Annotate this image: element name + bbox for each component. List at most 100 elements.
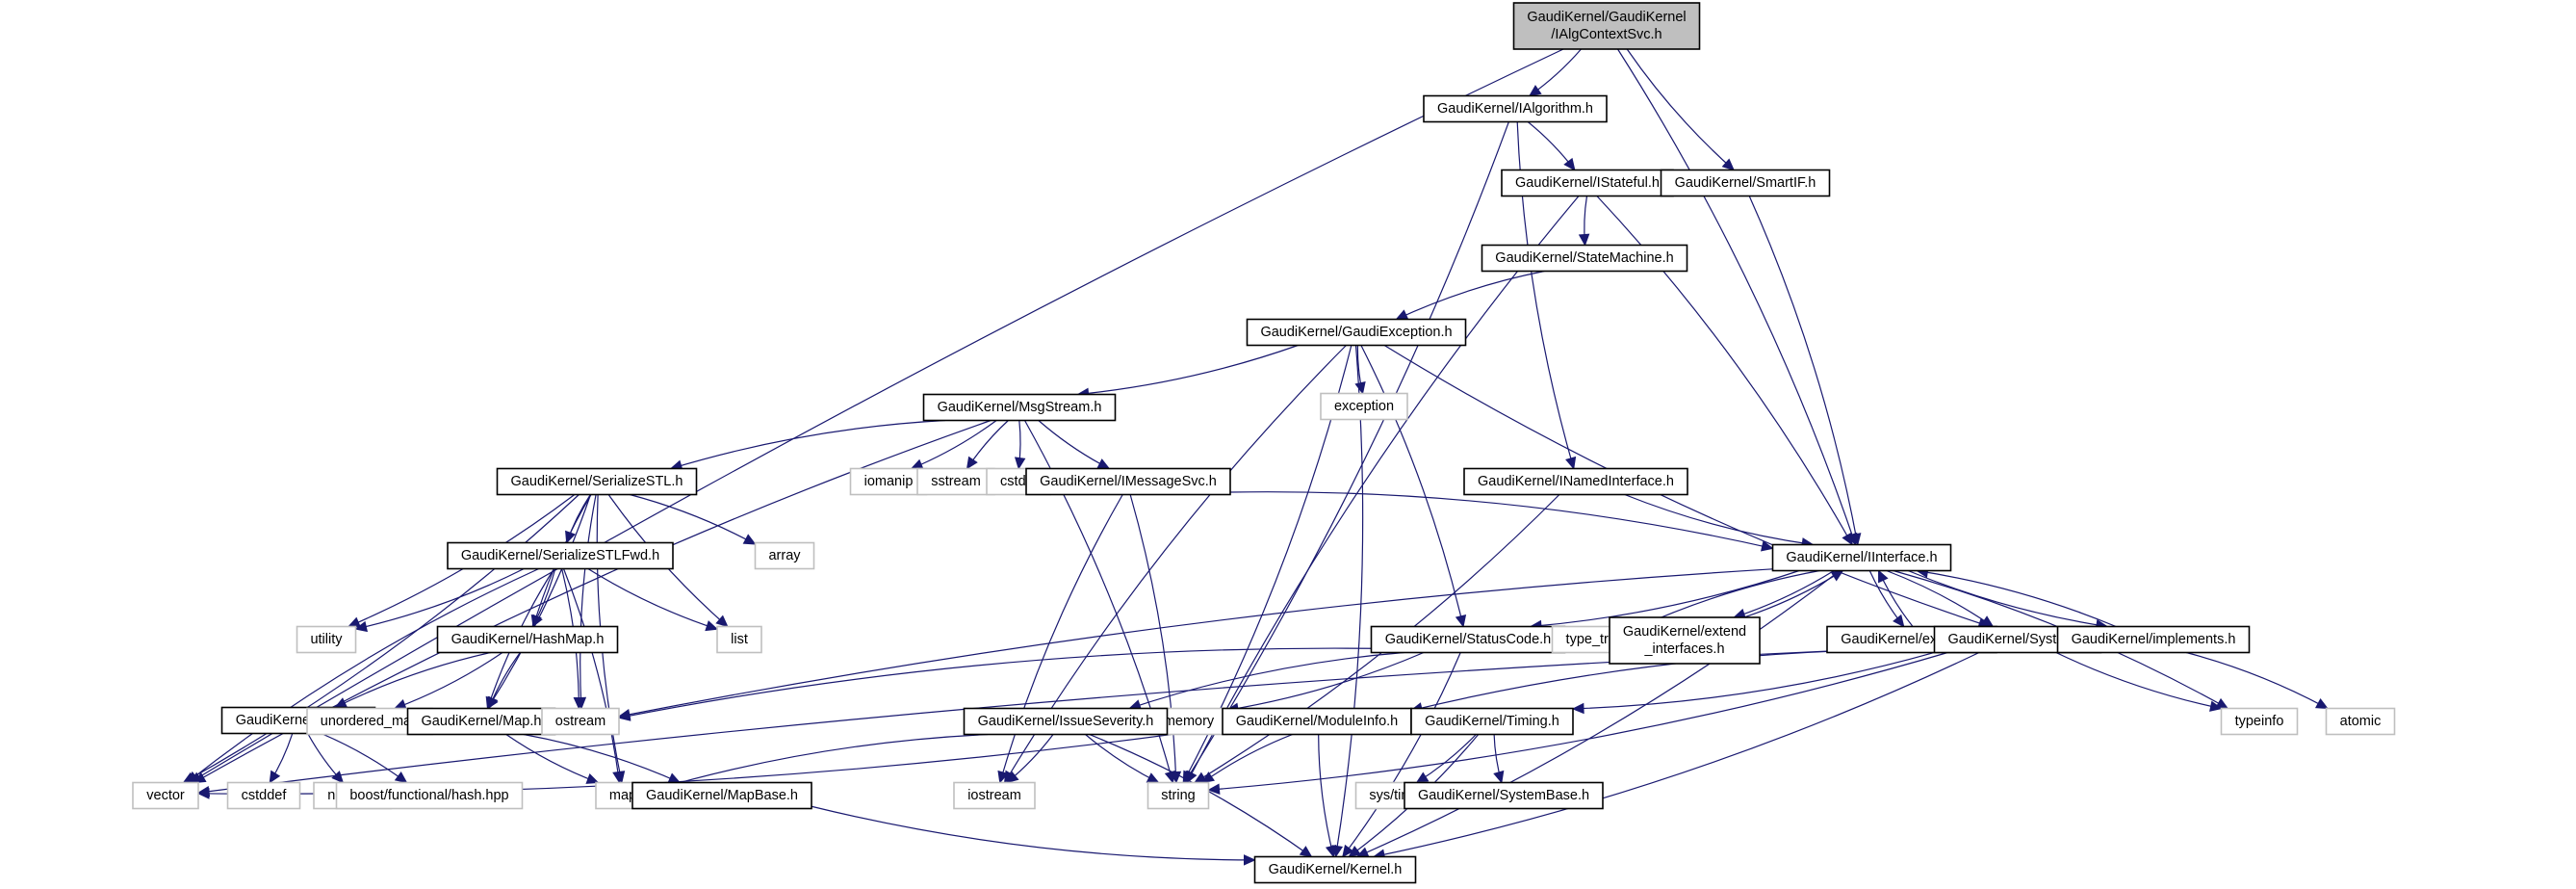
node-inamedinterface[interactable]: GaudiKernel/INamedInterface.h <box>1463 467 1688 496</box>
arrowhead-icon <box>531 614 543 628</box>
node-box <box>541 707 620 736</box>
arrowhead-icon <box>2314 697 2329 710</box>
arrowhead-icon <box>487 695 499 710</box>
node-label: GaudiKernel/Map.h <box>422 714 542 729</box>
arrowhead-icon <box>742 534 757 545</box>
node-ialgorithm[interactable]: GaudiKernel/IAlgorithm.h <box>1423 94 1608 123</box>
node-label: iomanip <box>864 474 914 489</box>
edge-serializestl-to-map <box>487 494 592 709</box>
node-map[interactable]: GaudiKernel/Map.h <box>406 707 556 736</box>
node-root[interactable]: GaudiKernel/GaudiKernel/IAlgContextSvc.h <box>1512 2 1701 50</box>
node-moduleinfo[interactable]: GaudiKernel/ModuleInfo.h <box>1222 707 1412 736</box>
node-array: array <box>754 541 815 570</box>
node-box <box>2056 625 2251 654</box>
edge-issueseverity-to-map <box>649 733 989 792</box>
node-serializestl[interactable]: GaudiKernel/SerializeSTL.h <box>496 467 698 496</box>
arrowhead-icon <box>1528 85 1542 97</box>
node-label: GaudiKernel/Timing.h <box>1425 714 1559 729</box>
node-label: map <box>609 788 636 803</box>
node-issueseverity[interactable]: GaudiKernel/IssueSeverity.h <box>963 707 1169 736</box>
edge-implements-to-atomic <box>2185 651 2329 710</box>
node-string: string <box>1146 781 1210 810</box>
node-timing[interactable]: GaudiKernel/Timing.h <box>1410 707 1574 736</box>
arrowhead-icon <box>1146 772 1160 784</box>
node-label: _interfaces.h <box>1643 641 1724 657</box>
edge-moduleinfo-to-string <box>1201 733 1293 783</box>
node-box <box>631 781 812 810</box>
edge-statemachine-to-gaudiexception <box>1396 270 1545 321</box>
edge-serializestl-to-ostream <box>580 494 597 709</box>
edge-root-to-iinterface <box>1617 48 1857 545</box>
arrowhead-icon <box>1299 846 1313 858</box>
arrowhead-icon <box>1348 846 1361 858</box>
edges-layer <box>182 48 2329 866</box>
node-mapbase[interactable]: GaudiKernel/MapBase.h <box>631 781 812 810</box>
arrowhead-icon <box>2209 700 2223 712</box>
arrowhead-icon <box>617 710 631 721</box>
edge-mapbase-to-kernel <box>811 805 1255 861</box>
node-statuscode[interactable]: GaudiKernel/StatusCode.h <box>1370 625 1566 654</box>
node-box <box>754 541 815 570</box>
node-box <box>1025 467 1231 496</box>
edge-system-to-string <box>1208 651 1948 791</box>
node-serializestlfwd[interactable]: GaudiKernel/SerializeSTLFwd.h <box>447 541 674 570</box>
node-label: memory <box>1164 714 1215 729</box>
node-cstddef: cstddef <box>226 781 301 810</box>
node-utility: utility <box>296 625 357 654</box>
node-istateful[interactable]: GaudiKernel/IStateful.h <box>1501 169 1674 197</box>
arrowhead-icon <box>1878 569 1889 584</box>
node-label: GaudiKernel/IAlgorithm.h <box>1437 101 1593 117</box>
node-gaudiexception[interactable]: GaudiKernel/GaudiException.h <box>1246 318 1467 347</box>
node-sstream: sstream <box>916 467 995 496</box>
edge-iinterface-to-implements <box>1907 569 2107 628</box>
node-box <box>716 625 762 654</box>
edge-istateful-to-string <box>1186 196 1580 783</box>
node-label: GaudiKernel/ModuleInfo.h <box>1236 714 1398 729</box>
node-msgstream[interactable]: GaudiKernel/MsgStream.h <box>922 393 1117 422</box>
node-hashmap[interactable]: GaudiKernel/HashMap.h <box>436 625 619 654</box>
node-label: atomic <box>2340 714 2382 729</box>
arrowhead-icon <box>331 771 345 784</box>
node-box <box>1609 616 1761 665</box>
edge-extend_interfaces-to-iinterface <box>1743 569 1843 618</box>
edge-moduleinfo-to-kernel <box>1318 734 1334 857</box>
arrowhead-icon <box>705 620 719 632</box>
arrowhead-icon <box>573 696 585 710</box>
node-smartif[interactable]: GaudiKernel/SmartIF.h <box>1660 169 1831 197</box>
node-extend-interfaces[interactable]: GaudiKernel/extend_interfaces.h <box>1609 616 1761 665</box>
edge-smartif-to-iinterface <box>1748 196 1859 545</box>
arrowhead-icon <box>997 770 1009 784</box>
node-box <box>1512 2 1701 50</box>
arrowhead-icon <box>1415 771 1430 784</box>
edge-gaudiexception-to-statuscode <box>1360 345 1464 627</box>
node-box <box>447 541 674 570</box>
edge-map-to-mapbase <box>523 733 681 784</box>
edge-implements-to-iinterface <box>1917 569 2117 628</box>
node-box <box>1146 781 1210 810</box>
arrowhead-icon <box>1565 456 1577 470</box>
edge-statuscode-to-memory <box>1226 651 1425 711</box>
node-label: GaudiKernel/IInterface.h <box>1786 550 1937 565</box>
edge-gaudiexception-to-kernel <box>1334 345 1364 857</box>
node-implements[interactable]: GaudiKernel/implements.h <box>2056 625 2251 654</box>
nodes-layer: GaudiKernel/GaudiKernel/IAlgContextSvc.h… <box>132 2 2396 884</box>
arrowhead-icon <box>966 456 978 470</box>
node-systembase[interactable]: GaudiKernel/SystemBase.h <box>1404 781 1604 810</box>
node-label: GaudiKernel/INamedInterface.h <box>1478 474 1674 489</box>
edge-iinterface-to-kernel <box>1356 570 1841 858</box>
node-kernel[interactable]: GaudiKernel/Kernel.h <box>1253 855 1417 884</box>
node-list: list <box>716 625 762 654</box>
arrowhead-icon <box>1563 157 1576 171</box>
node-label: utility <box>310 632 343 647</box>
edge-system-to-kernel <box>1373 651 1980 858</box>
node-label: iostream <box>967 788 1021 803</box>
node-box <box>1481 244 1688 273</box>
node-iinterface[interactable]: GaudiKernel/IInterface.h <box>1771 543 1952 572</box>
node-atomic: atomic <box>2325 707 2396 736</box>
node-statemachine[interactable]: GaudiKernel/StateMachine.h <box>1481 244 1688 273</box>
arrowhead-icon <box>269 770 281 784</box>
node-label: GaudiKernel/SerializeSTL.h <box>511 474 683 489</box>
node-imessagesvc[interactable]: GaudiKernel/IMessageSvc.h <box>1025 467 1231 496</box>
arrowhead-icon <box>1096 458 1111 470</box>
edge-serializestlfwd-to-list <box>587 567 718 630</box>
